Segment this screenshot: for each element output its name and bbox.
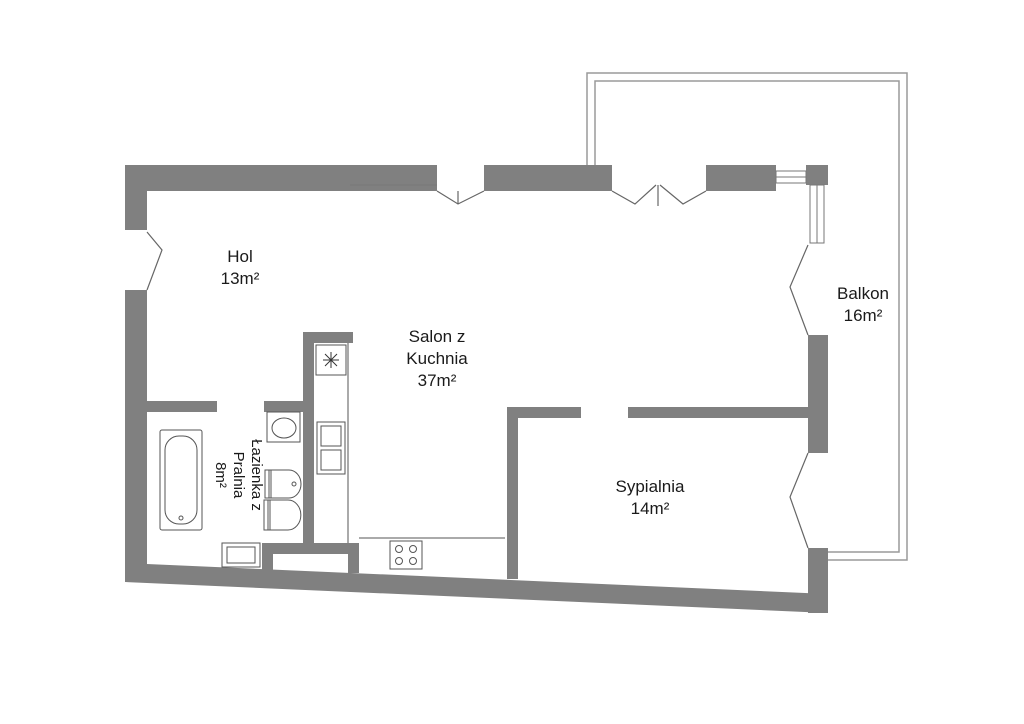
room-name-lazienka-line1: Łazienka z [248,439,265,511]
room-area-sypialnia: 14m² [630,499,670,518]
room-label-hol: Hol 13m² [221,246,260,290]
balcony-outline [586,72,908,561]
interior-walls [145,332,818,579]
room-name-sypialnia: Sypialnia [615,477,685,496]
washbasin [266,411,301,443]
room-area-lazienka: 8m² [212,462,229,488]
kitchen-sink [316,421,346,475]
exterior-walls [125,165,828,613]
kitchen-fixtures [315,343,505,570]
room-name-salon-line2: Kuchnia [406,349,468,368]
fridge [315,344,347,376]
bidet [268,469,302,499]
toilet [267,499,302,531]
room-label-salon: Salon z Kuchnia 37m² [406,326,467,392]
doors [146,184,809,549]
room-label-lazienka: Łazienka z Pralnia 8m² [211,439,265,511]
room-area-hol: 13m² [220,269,260,288]
room-name-salon-line1: Salon z [408,327,466,346]
room-area-salon: 37m² [417,371,457,390]
room-label-balkon: Balkon 16m² [837,283,889,327]
room-name-hol: Hol [227,247,253,266]
room-label-sypialnia: Sypialnia 14m² [616,476,685,520]
room-name-lazienka-line2: Pralnia [230,451,247,499]
bathroom-fixtures [159,411,302,568]
room-area-balkon: 16m² [843,306,883,325]
windows [350,170,825,244]
laundry-sink [221,542,261,568]
cooktop [389,540,423,570]
bathtub [159,429,203,531]
room-name-balkon: Balkon [837,284,889,303]
